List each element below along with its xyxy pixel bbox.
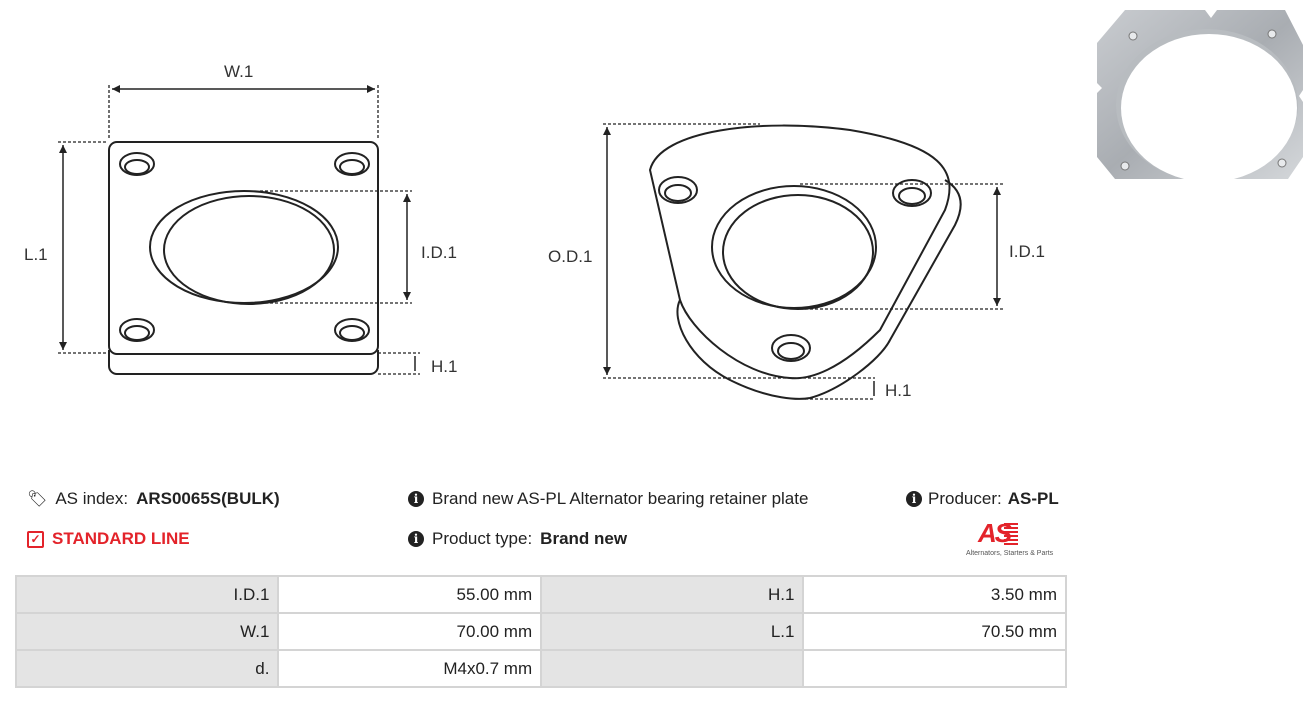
spec-value [802, 649, 1067, 688]
triangle-plate-drawing [603, 123, 1003, 400]
producer-value: AS-PL [1007, 489, 1059, 508]
info-icon: i [906, 491, 922, 507]
technical-drawing: W.1 L.1 I.D.1 H.1 O.D.1 I.D.1 H.1 [24, 62, 1045, 400]
table-row: W.1 70.00 mm L.1 70.50 mm [14, 612, 1067, 651]
spec-label: d. [14, 649, 280, 688]
label-id1-right: I.D.1 [1009, 242, 1045, 261]
label-od1: O.D.1 [548, 247, 592, 266]
spec-label: L.1 [540, 612, 805, 651]
square-plate-drawing [58, 85, 420, 375]
label-h1-right: H.1 [885, 381, 911, 400]
description-text: Brand new AS-PL Alternator bearing retai… [432, 489, 809, 508]
as-index: 🏷 AS index: ARS0065S(BULK) [27, 489, 280, 509]
producer: i Producer: AS-PL [906, 489, 1059, 509]
as-pl-logo: AS Alternators, Starters & Parts [964, 518, 1069, 562]
info-icon: i [408, 491, 424, 507]
as-index-label: AS index: [55, 489, 129, 508]
tags-icon: 🏷 [27, 491, 48, 508]
specs-table: I.D.1 55.00 mm H.1 3.50 mm W.1 70.00 mm … [14, 575, 1067, 688]
table-row: d. M4x0.7 mm [14, 649, 1067, 688]
spec-value: 70.50 mm [802, 612, 1067, 651]
standard-line-label: STANDARD LINE [52, 529, 190, 548]
spec-value: 70.00 mm [277, 612, 543, 651]
spec-value: 55.00 mm [277, 575, 543, 614]
label-w1: W.1 [224, 62, 253, 81]
table-row: I.D.1 55.00 mm H.1 3.50 mm [14, 575, 1067, 614]
product-type-value: Brand new [540, 529, 628, 548]
label-id1: I.D.1 [421, 243, 457, 262]
label-h1: H.1 [431, 357, 457, 376]
spec-value: M4x0.7 mm [277, 649, 543, 688]
description: i Brand new AS-PL Alternator bearing ret… [408, 489, 808, 509]
label-l1: L.1 [24, 245, 48, 264]
standard-line-badge: ✓ STANDARD LINE [27, 529, 190, 549]
product-type-label: Product type: [432, 529, 533, 548]
spec-label: I.D.1 [14, 575, 280, 614]
producer-label: Producer: [928, 489, 1002, 508]
product-photo[interactable] [1085, 5, 1310, 183]
spec-label: W.1 [14, 612, 280, 651]
as-index-value: ARS0065S(BULK) [136, 489, 280, 508]
spec-label: H.1 [540, 575, 805, 614]
logo-tagline: Alternators, Starters & Parts [966, 550, 1054, 557]
spec-label [540, 649, 805, 688]
logo-text: AS [978, 518, 1012, 548]
check-square-icon: ✓ [27, 530, 44, 548]
info-icon: i [408, 531, 424, 547]
product-type: i Product type: Brand new [408, 529, 627, 549]
spec-value: 3.50 mm [802, 575, 1067, 614]
